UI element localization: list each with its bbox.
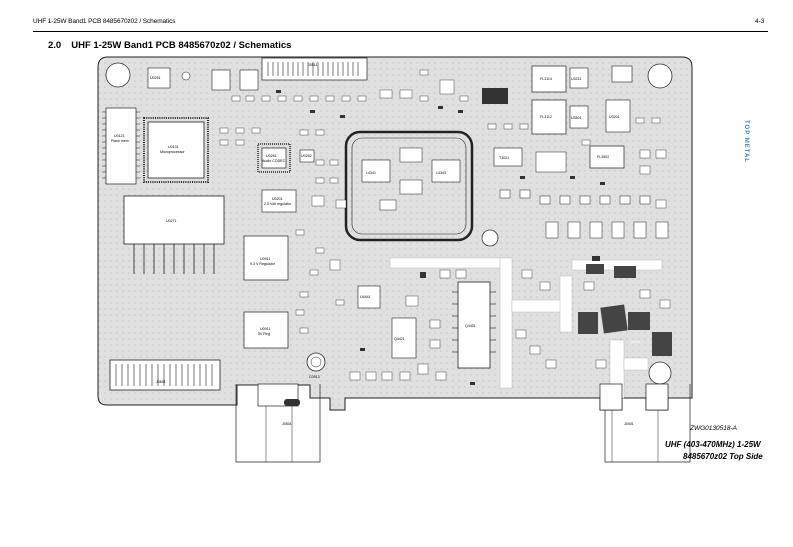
mounting-hole [647, 63, 673, 89]
label-q4441: Q4441 [630, 340, 641, 344]
label-u0251: U0251 [150, 76, 161, 80]
filter-fl3112 [531, 99, 567, 135]
mounting-hole [648, 361, 672, 385]
label-l4343: L4343 [436, 171, 446, 175]
connector-j0401 [604, 384, 691, 463]
label-u0262: U0262 [301, 154, 312, 158]
label-fl3114: FL3114 [540, 77, 552, 81]
label-u0911b: U0911 [260, 327, 270, 331]
ic-u0261 [261, 147, 287, 169]
shield-can [344, 130, 474, 242]
ic-u0262 [299, 149, 315, 163]
side-tab-top-metal: TOP METAL [743, 120, 749, 164]
label-l4341: L4341 [366, 171, 376, 175]
label-q4401: Q4401 [465, 324, 476, 328]
label-fl3502: FL3502 [597, 155, 609, 159]
label-j0501: J0501 [282, 422, 292, 426]
label-u0271: U0271 [166, 219, 177, 223]
label-u3501: U3501 [571, 116, 582, 120]
filter-fl3502 [589, 145, 625, 169]
label-u3211: U3211 [571, 77, 581, 81]
mounting-hole [105, 62, 131, 88]
section-title: UHF 1-25W Band1 PCB 8485670z02 / Schemat… [71, 40, 292, 51]
ic-u0271 [123, 195, 225, 245]
ic-u0251 [147, 67, 171, 89]
label-u0101: U0101 [168, 145, 179, 149]
connector-j0601 [109, 359, 221, 391]
ic-u0911-5v [243, 311, 289, 349]
label-u0201-desc: 2.5 Volt regulator [264, 202, 292, 206]
label-u0261-desc: Audio CODEC [262, 159, 286, 163]
ic-u0911 [243, 235, 289, 281]
section-number: 2.0 [48, 40, 62, 51]
label-u0121-desc: Flash mem [111, 139, 129, 143]
ic-u0101 [147, 121, 205, 179]
running-header: UHF 1-25W Band1 PCB 8485670z02 / Schemat… [33, 18, 176, 25]
label-u0911: U0911 [260, 257, 270, 261]
label-u0121: U0121 [114, 134, 125, 138]
label-t3021: T3021 [499, 156, 509, 160]
label-u0261: U0261 [266, 154, 277, 158]
header-rule [33, 31, 768, 32]
label-u4441: U4441 [360, 295, 371, 299]
capacitor-c0913 [306, 352, 326, 372]
label-q4421: Q4421 [394, 337, 405, 341]
label-c0913: C0913 [309, 375, 320, 379]
label-u0911b-desc: 5V Reg [258, 332, 270, 336]
mounting-hole [181, 71, 191, 81]
label-j0511: J0511 [308, 63, 318, 67]
caption-line-2: 8485670z02 Top Side [683, 452, 763, 461]
ic-u4441 [357, 285, 381, 309]
section-heading: 2.0 UHF 1-25W Band1 PCB 8485670z02 / Sche… [48, 40, 291, 51]
page-number: 4-3 [755, 18, 765, 25]
label-u0911-desc: 9.3 V Regulator [250, 262, 276, 266]
label-fl3112: FL3112 [540, 115, 552, 119]
label-u0101-desc: Microprocessor [160, 150, 185, 154]
ic-u0201 [261, 189, 297, 213]
transistor-q4401 [457, 281, 491, 369]
label-j0601: J0601 [156, 380, 166, 384]
label-u3201: U3201 [609, 115, 620, 119]
connector-j0501 [235, 384, 321, 463]
drawing-number: ZWG0130518-A [690, 425, 737, 432]
label-u0201: U0201 [272, 197, 283, 201]
label-j0401: J0401 [624, 422, 634, 426]
caption-line-1: UHF (403-470MHz) 1-25W [665, 440, 761, 449]
filter-fl3114 [531, 65, 567, 93]
mounting-hole [481, 229, 499, 247]
ic-u0121 [105, 107, 137, 185]
